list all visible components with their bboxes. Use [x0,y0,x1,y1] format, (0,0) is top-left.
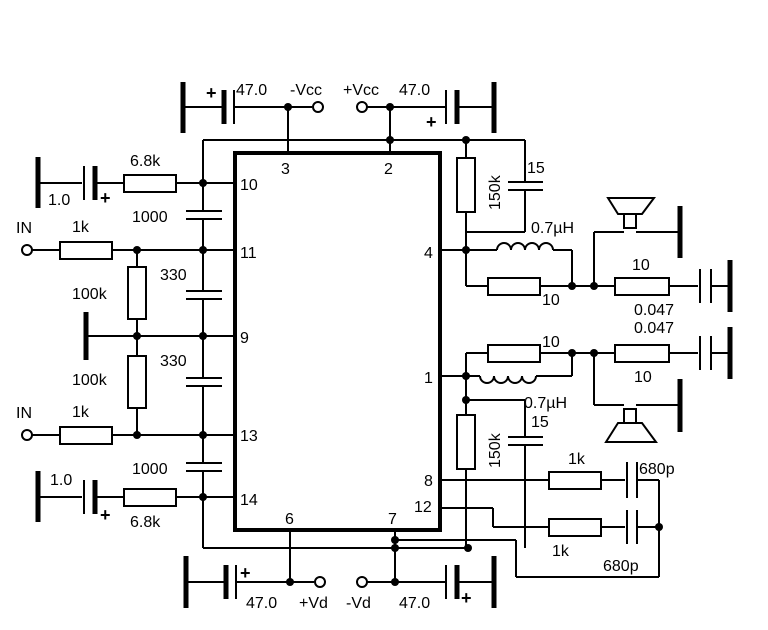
pin-14-label: 14 [240,492,258,509]
pin-1-label: 1 [424,370,433,387]
resistor-label-100k: 100k [72,372,108,389]
resistor-1k [59,426,113,445]
upper-input-network: 1.0 + 6.8k 1000 IN 1k 100k 330 [16,153,235,336]
cap-value-47: 47.0 [246,595,277,612]
resistor-6k8 [123,174,177,193]
polarity-plus: + [100,505,111,525]
resistor-10 [487,344,541,363]
pin-13-label: 13 [240,428,258,445]
pos-vd-terminal [314,576,326,588]
resistor-label-10: 10 [542,334,560,351]
polarity-plus: + [461,588,472,608]
pin-11-label: 11 [240,245,257,262]
lower-output-network: 10 0.7µH 0.047 10 150k 15 [440,320,733,548]
resistor-6k8 [123,488,177,507]
inductor-label: 0.7µH [531,220,574,237]
lower-input-network: 100k 330 IN 1k 1000 1.0 + 6.8k [16,336,235,531]
cap-label-0047: 0.047 [634,302,674,319]
resistor-label-10: 10 [634,369,652,386]
neg-vcc-terminal [312,101,324,113]
resistor-label-6k8: 6.8k [130,514,161,531]
pin-6-label: 6 [285,511,294,528]
input-label: IN [16,220,32,237]
cap-value-1: 1.0 [48,192,70,209]
neg-vd-supply: -Vd 47.0 + [346,530,497,612]
speaker-icon [604,408,658,443]
upper-output-network: 150k 15 0.7µH 10 10 0.047 [440,140,733,319]
pin-2-label: 2 [384,161,393,178]
resistor-1k [548,471,602,490]
pin-9-label: 9 [240,330,249,347]
resistor-100k [127,266,147,320]
polarity-plus: + [100,188,111,208]
cap-label-15: 15 [531,414,549,431]
resistor-label-1k: 1k [72,404,90,421]
pin-8-label: 8 [424,473,433,490]
resistor-10 [487,277,541,296]
pos-vcc-label: +Vcc [343,82,379,99]
pin8-pin12-network: 1k 680p 1k 680p [391,451,675,578]
speaker-icon [606,197,656,229]
resistor-label-10: 10 [542,292,560,309]
pos-vcc-supply: +Vcc 47.0 + [343,82,497,153]
resistor-150k [456,157,476,213]
cap-label-330: 330 [160,267,187,284]
cap-label-680p: 680p [639,461,675,478]
neg-vcc-supply: + 47.0 -Vcc [180,82,324,153]
cap-value-47: 47.0 [399,82,430,99]
cap-label-0047: 0.047 [634,320,674,337]
resistor-100k [127,355,147,409]
resistor-label-100k: 100k [72,286,108,303]
input-terminal [21,429,33,441]
cap-label-680p: 680p [603,558,639,575]
resistor-150k [456,414,476,470]
resistor-10 [614,344,670,363]
pos-vd-supply: + 47.0 +Vd [183,530,328,612]
input-terminal [21,244,33,256]
pin-3-label: 3 [281,161,290,178]
inductor [496,242,554,251]
resistor-label-6k8: 6.8k [130,153,161,170]
neg-vcc-label: -Vcc [290,82,322,99]
resistor-label-1k: 1k [568,451,586,468]
cap-value-47: 47.0 [236,82,267,99]
cap-value-47: 47.0 [399,595,430,612]
pin-10-label: 10 [240,177,258,194]
resistor-1k [59,241,113,260]
pin-12-label: 12 [414,499,432,516]
inductor-label: 0.7µH [524,395,567,412]
polarity-plus: + [240,563,251,583]
polarity-plus: + [426,112,437,132]
resistor-10 [614,277,670,296]
cap-value-1: 1.0 [50,472,72,489]
pin-7-label: 7 [388,511,397,528]
pin-4-label: 4 [424,245,433,262]
pin9-ground [83,312,235,360]
neg-vd-label: -Vd [346,595,371,612]
ic-body [233,151,442,532]
resistor-label-1k: 1k [552,543,570,560]
input-label: IN [16,405,32,422]
resistor-1k [548,518,602,537]
pos-vd-label: +Vd [299,595,328,612]
resistor-label-1k: 1k [72,219,90,236]
polarity-plus: + [206,83,217,103]
pos-vcc-terminal [356,101,368,113]
cap-label-15: 15 [527,160,545,177]
resistor-label-10: 10 [632,257,650,274]
resistor-label-150k: 150k [487,174,504,210]
cap-label-1000: 1000 [132,209,168,226]
cap-label-1000: 1000 [132,461,168,478]
cap-label-330: 330 [160,353,187,370]
neg-vd-terminal [356,576,368,588]
resistor-label-150k: 150k [487,432,504,468]
inductor [479,375,537,384]
